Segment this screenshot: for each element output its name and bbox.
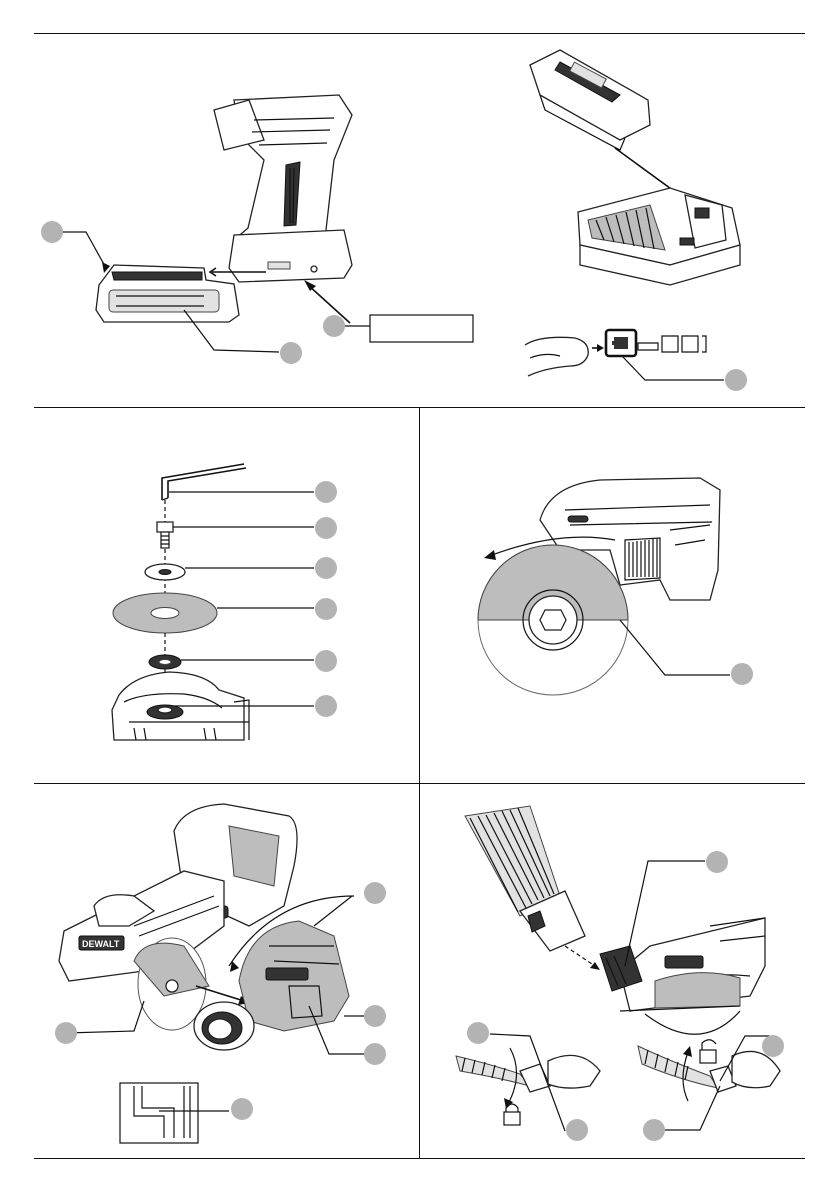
callout-circle xyxy=(41,221,63,243)
callout-circle xyxy=(566,1119,588,1141)
figure-wheel-assembly xyxy=(34,410,419,780)
callout-circle xyxy=(364,1005,386,1027)
callout-circle xyxy=(364,1043,386,1065)
hex-key xyxy=(162,464,246,500)
callout-circle xyxy=(231,1098,253,1120)
tool-handle-illustration xyxy=(214,95,352,282)
callout-circle xyxy=(315,598,337,620)
callout-circle xyxy=(725,369,747,391)
vacuum-hose-illustration xyxy=(465,806,585,951)
callout-circle xyxy=(643,1119,665,1141)
figure-charger xyxy=(500,40,805,400)
callout-circle xyxy=(731,663,753,685)
callout-circle xyxy=(467,1022,489,1044)
label-box xyxy=(370,315,473,342)
finger-illustration xyxy=(525,337,588,376)
callout-circle xyxy=(762,1035,784,1057)
cutting-wheel xyxy=(113,593,217,633)
lock-icon xyxy=(506,1104,518,1112)
inner-flange xyxy=(149,655,181,669)
battery-pack-top-illustration xyxy=(530,50,650,150)
callout-circle xyxy=(315,481,337,503)
callout-circle xyxy=(55,1022,77,1044)
top-rule xyxy=(34,33,805,34)
callout-circle xyxy=(315,650,337,672)
hose-lock-illustration xyxy=(456,1055,600,1092)
unlock-icon xyxy=(702,1040,716,1050)
battery-pack-illustration xyxy=(96,265,239,322)
bolt-illustration xyxy=(157,522,173,548)
figure-battery-insert xyxy=(34,40,494,400)
callout-circle xyxy=(323,315,345,337)
callout-circle xyxy=(315,557,337,579)
detail-inset xyxy=(120,1083,198,1143)
callout-circle xyxy=(364,882,386,904)
outer-flange xyxy=(145,564,185,580)
figure-wheel-guard xyxy=(420,410,805,780)
callout-circle xyxy=(315,695,337,717)
figure-guard-attachment: DEWALT xyxy=(34,786,419,1156)
callout-circle xyxy=(706,851,728,873)
callout-circle xyxy=(280,342,302,364)
dust-guard-illustration xyxy=(194,921,349,1050)
callout-circle xyxy=(315,517,337,539)
tool-with-dust-port-illustration xyxy=(600,918,765,1034)
brand-badge-text: DEWALT xyxy=(82,939,120,949)
charger-illustration xyxy=(578,188,740,285)
figure-dust-extraction xyxy=(420,786,805,1156)
